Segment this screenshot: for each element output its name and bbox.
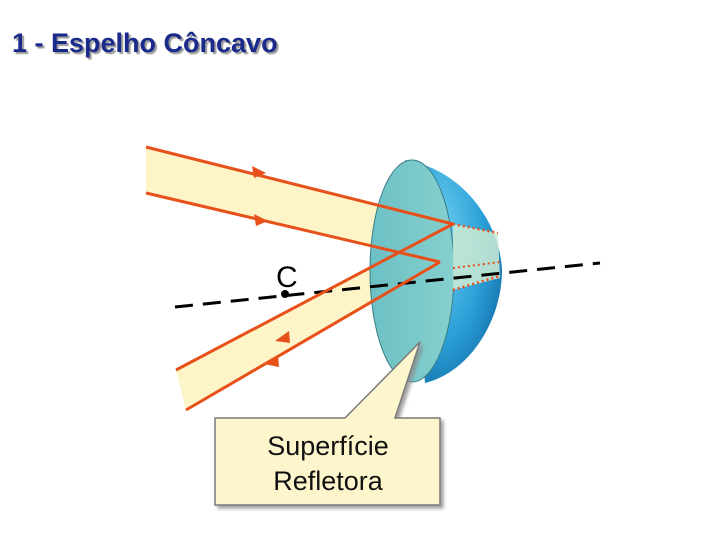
- incident-ray-upper: [145, 145, 454, 226]
- dotted-ray-lower: [452, 274, 501, 292]
- center-label: C: [276, 261, 298, 294]
- callout-shape: [214, 341, 441, 506]
- reflected-ray-upper: [175, 222, 454, 372]
- callout-line-1: Superfície: [267, 431, 389, 461]
- incident-arrow-lower: [254, 214, 268, 226]
- reflected-arrow-upper: [275, 331, 290, 343]
- mirror-reflective-face: [369, 159, 455, 383]
- incident-ray-lower: [145, 191, 441, 264]
- incident-arrow-upper: [252, 166, 266, 178]
- center-of-curvature-point: [281, 290, 289, 298]
- slide-title: 1 - Espelho Côncavo: [12, 28, 278, 58]
- callout-superficie-refletora: [214, 341, 441, 506]
- reflected-arrow-lower: [264, 355, 279, 367]
- principal-axis: [174, 261, 601, 309]
- reflected-ray-lower: [185, 260, 441, 412]
- callout-line-2: Refletora: [273, 466, 384, 496]
